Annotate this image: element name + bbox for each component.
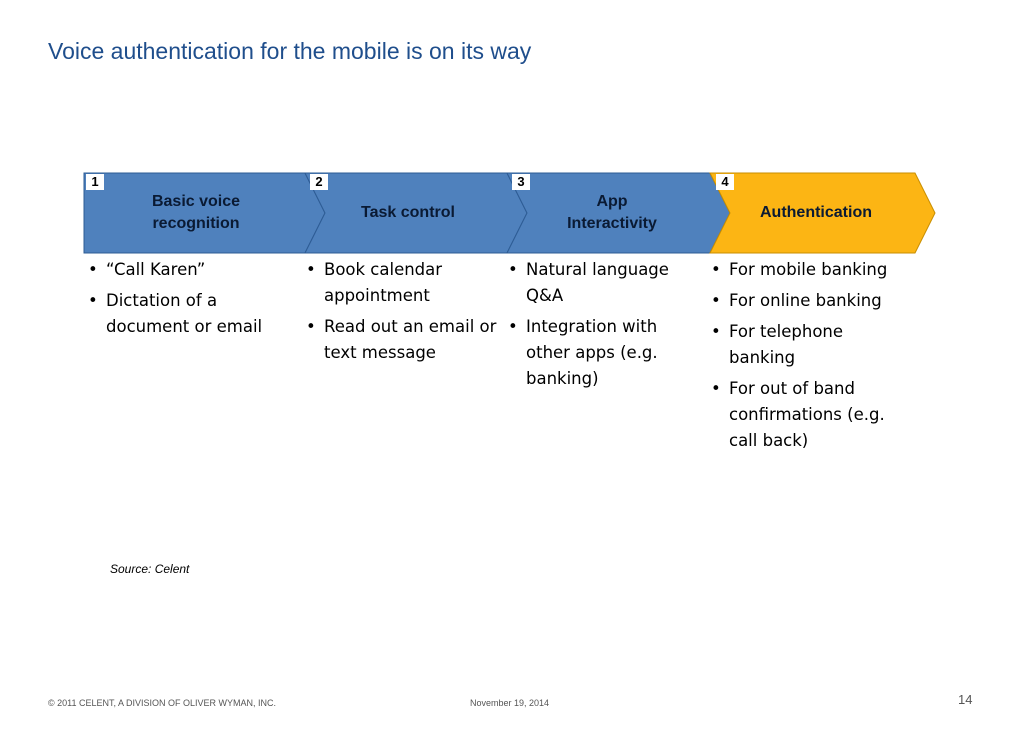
list-item: For online banking <box>709 288 914 314</box>
list-item: Read out an email or text message <box>304 314 499 366</box>
list-item: For mobile banking <box>709 257 914 283</box>
list-item: “Call Karen” <box>86 257 291 283</box>
step-label-4: Authentication <box>760 204 872 221</box>
list-item: Integration with other apps (e.g. bankin… <box>506 314 691 392</box>
step-label-1: Basic voice recognition <box>151 193 241 232</box>
bullet-list-step-3: Natural language Q&A Integration with ot… <box>506 257 691 397</box>
list-item: Book calendar appointment <box>304 257 499 309</box>
page-number: 14 <box>958 692 973 707</box>
list-item: Dictation of a document or email <box>86 288 291 340</box>
step-label-2: Task control <box>361 204 455 221</box>
source-note: Source: Celent <box>110 562 190 576</box>
step-label-3: App Interactivity <box>567 193 657 232</box>
step-number-1: 1 <box>86 174 104 190</box>
step-number-2: 2 <box>310 174 328 190</box>
step-number-4: 4 <box>716 174 734 190</box>
list-item: For telephone banking <box>709 319 914 371</box>
step-number-3: 3 <box>512 174 530 190</box>
bullet-list-step-2: Book calendar appointment Read out an em… <box>304 257 499 371</box>
page-title: Voice authentication for the mobile is o… <box>48 38 532 64</box>
footer-copyright: © 2011 CELENT, A DIVISION OF OLIVER WYMA… <box>48 698 277 708</box>
bullet-list-step-4: For mobile banking For online banking Fo… <box>709 257 914 459</box>
list-item: For out of band confirmations (e.g. call… <box>709 376 914 454</box>
list-item: Natural language Q&A <box>506 257 691 309</box>
chevron-step-4 <box>709 172 936 254</box>
footer-date: November 19, 2014 <box>470 698 550 708</box>
bullet-list-step-1: “Call Karen” Dictation of a document or … <box>86 257 291 345</box>
